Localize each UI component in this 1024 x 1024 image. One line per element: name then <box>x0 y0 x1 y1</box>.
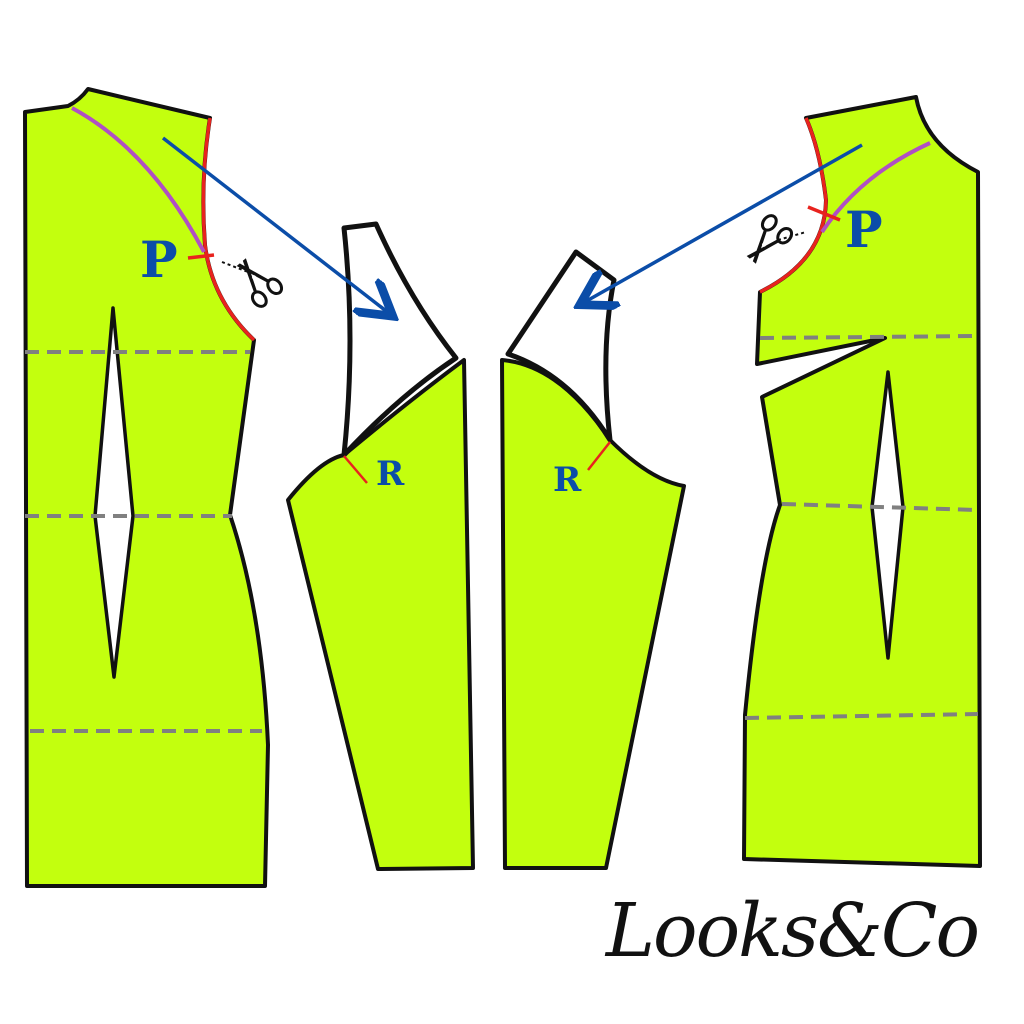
back-cut-guide <box>777 231 807 241</box>
back-sleeve-outline <box>500 358 686 870</box>
front-sleeve-piece <box>286 221 475 871</box>
back-waist-dart <box>870 370 905 660</box>
front-cut-guide <box>221 261 249 273</box>
front-waist-dart <box>93 306 135 679</box>
back-sleeve-notch-label: R <box>553 460 582 500</box>
back-hip-line <box>744 712 979 720</box>
front-sleeve-outline <box>286 358 475 871</box>
scissors-icon <box>227 250 286 311</box>
brand-logo: Looks&Co <box>605 888 980 974</box>
back-point-label: P <box>845 200 883 259</box>
front-notch-mark <box>187 253 215 260</box>
back-notch-mark <box>807 205 841 222</box>
front-armhole-cut <box>201 117 256 342</box>
front-sleeve-notch <box>343 455 368 484</box>
front-bodice-outline <box>23 87 270 888</box>
scissors-icon <box>737 211 796 272</box>
back-transfer-arrow <box>583 143 863 303</box>
front-sleeve-notch-label: R <box>376 454 405 494</box>
front-bodice-piece <box>23 87 270 888</box>
back-bust-line <box>759 334 979 340</box>
back-armhole-cut <box>759 117 828 294</box>
back-bodice-piece <box>742 95 982 868</box>
back-sleeve-notch <box>587 441 611 471</box>
back-sleeve-piece <box>500 249 686 870</box>
back-raglan-line <box>820 141 931 234</box>
front-raglan-line <box>71 106 206 253</box>
front-point-label: P <box>140 230 178 289</box>
front-transfer-arrow <box>161 136 390 314</box>
back-waist-line <box>781 502 979 512</box>
